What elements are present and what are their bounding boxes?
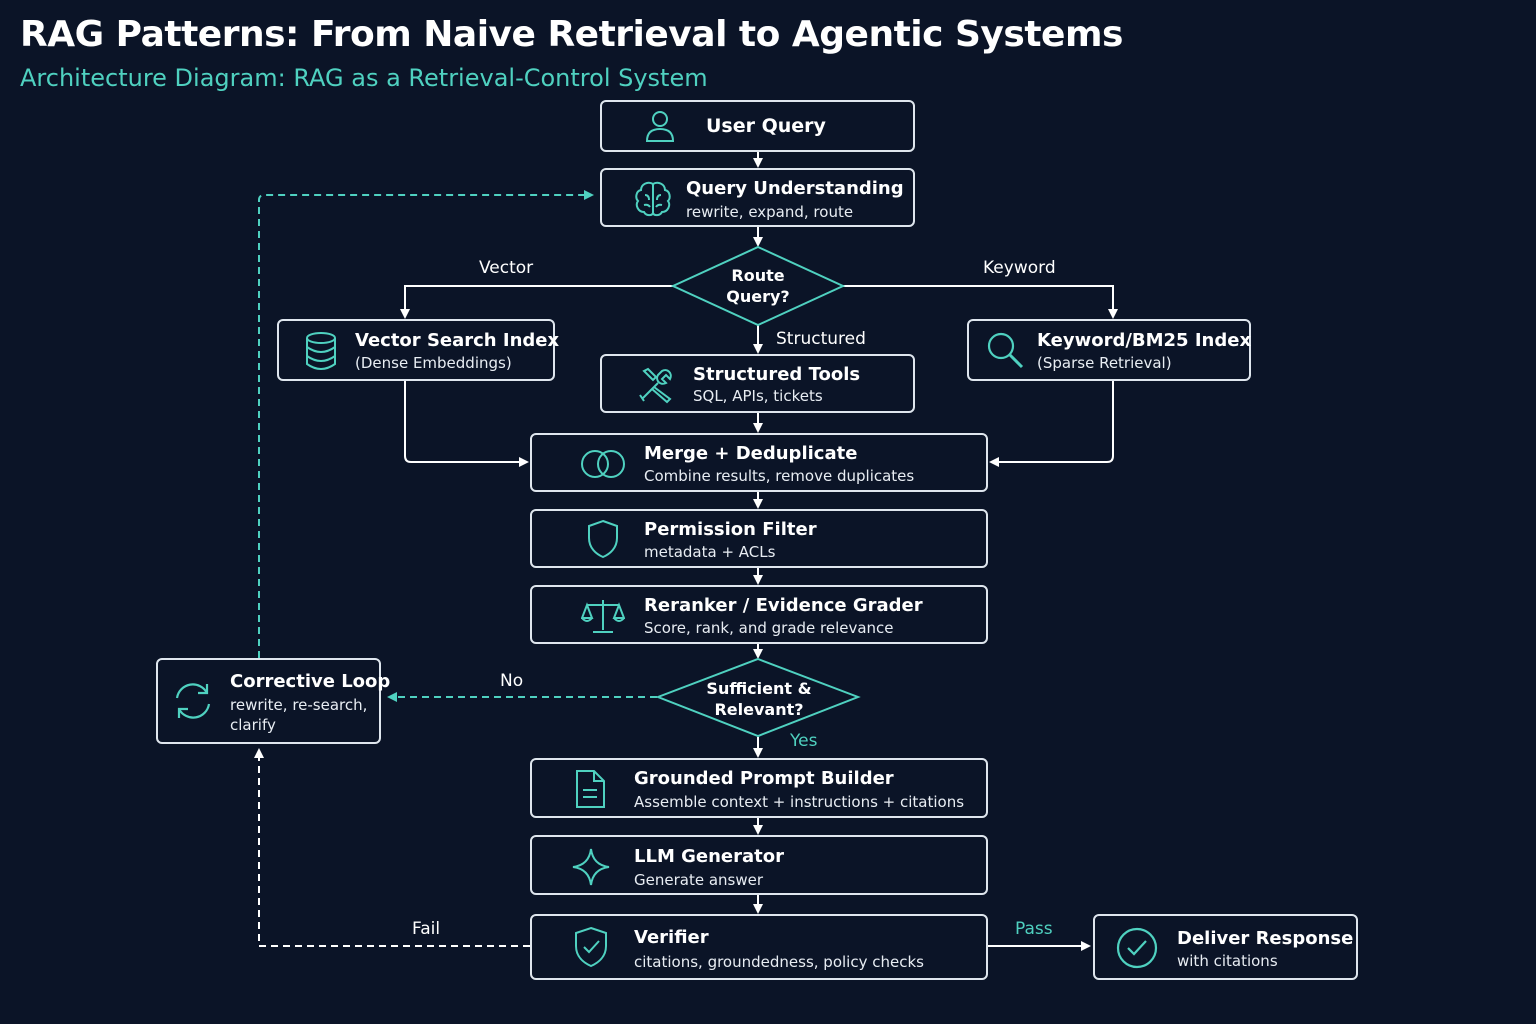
vector-search-node: Vector Search Index (Dense Embeddings) [277, 319, 559, 381]
query-understanding-title: Query Understanding [686, 178, 904, 199]
corrective-loop-title: Corrective Loop [230, 671, 391, 692]
llm-generator-node: LLM Generator Generate answer [530, 835, 988, 895]
deliver-response-node: Deliver Response with citations [1093, 914, 1358, 980]
edge-vector-to-merge [404, 381, 529, 467]
verifier-node: Verifier citations, groundedness, policy… [530, 914, 988, 980]
structured-tools-node: Structured Tools SQL, APIs, tickets [600, 354, 915, 413]
llm-generator-subtitle: Generate answer [634, 871, 764, 889]
reranker-subtitle: Score, rank, and grade relevance [644, 619, 894, 637]
shield-icon [588, 519, 618, 559]
tools-icon [639, 367, 672, 404]
permission-filter-subtitle: metadata + ACLs [644, 543, 776, 561]
sparkle-icon [572, 848, 610, 886]
document-icon [576, 770, 605, 808]
edge-label-vector: Vector [479, 258, 534, 278]
page-title: RAG Patterns: From Naive Retrieval to Ag… [20, 14, 1123, 55]
vector-search-subtitle: (Dense Embeddings) [355, 354, 512, 372]
edge-label-no: No [500, 671, 524, 691]
keyword-index-subtitle: (Sparse Retrieval) [1037, 354, 1172, 372]
structured-tools-subtitle: SQL, APIs, tickets [693, 387, 823, 405]
query-understanding-subtitle: rewrite, expand, route [686, 203, 854, 221]
check-circle-icon [1116, 927, 1158, 969]
prompt-builder-node: Grounded Prompt Builder Assemble context… [530, 758, 988, 818]
vector-search-title: Vector Search Index [355, 330, 560, 351]
sufficient-relevant-diamond [655, 657, 861, 738]
llm-generator-title: LLM Generator [634, 846, 784, 867]
edge-verifier-to-corrective-fail [254, 748, 530, 947]
route-decision-label: Route Query? [726, 266, 790, 306]
brain-icon [635, 181, 671, 217]
corrective-loop-node: Corrective Loop rewrite, re-search, clar… [156, 658, 390, 744]
edge-keyword-to-merge [989, 381, 1114, 467]
sufficient-decision-label: Sufficient & Relevant? [706, 679, 812, 719]
edge-label-pass: Pass [1015, 919, 1053, 939]
merge-dedupe-subtitle: Combine results, remove duplicates [644, 467, 915, 485]
edge-label-fail: Fail [412, 919, 441, 939]
edge-label-yes: Yes [790, 731, 818, 751]
user-icon [645, 111, 675, 142]
prompt-builder-subtitle: Assemble context + instructions + citati… [634, 793, 965, 811]
search-icon [987, 332, 1024, 369]
structured-tools-title: Structured Tools [693, 364, 861, 385]
reranker-node: Reranker / Evidence Grader Score, rank, … [530, 585, 988, 644]
shield-check-icon [575, 926, 607, 968]
merge-dedupe-title: Merge + Deduplicate [644, 443, 858, 464]
edge-label-structured: Structured [776, 329, 866, 349]
query-understanding-node: Query Understanding rewrite, expand, rou… [600, 168, 915, 227]
verifier-title: Verifier [634, 927, 709, 948]
edge-label-keyword: Keyword [983, 258, 1056, 278]
permission-filter-title: Permission Filter [644, 519, 817, 540]
merge-dedupe-node: Merge + Deduplicate Combine results, rem… [530, 433, 988, 492]
deliver-response-subtitle: with citations [1177, 952, 1278, 970]
keyword-index-node: Keyword/BM25 Index (Sparse Retrieval) [967, 319, 1251, 381]
permission-filter-node: Permission Filter metadata + ACLs [530, 509, 988, 568]
user-query-title: User Query [706, 115, 826, 137]
deliver-response-title: Deliver Response [1177, 928, 1354, 949]
edge-corrective-to-understanding [258, 190, 594, 658]
overlap-circles-icon [581, 450, 625, 478]
keyword-index-title: Keyword/BM25 Index [1037, 330, 1252, 351]
page-subtitle: Architecture Diagram: RAG as a Retrieval… [20, 64, 708, 92]
corrective-loop-subtitle-1: rewrite, re-search, [230, 696, 368, 714]
edge-route-to-vector [400, 285, 673, 319]
corrective-loop-subtitle-2: clarify [230, 716, 276, 734]
scale-icon [581, 600, 625, 633]
edge-route-to-keyword [843, 285, 1118, 319]
user-query-node: User Query [600, 100, 915, 152]
reranker-title: Reranker / Evidence Grader [644, 595, 923, 616]
refresh-icon [175, 683, 211, 719]
verifier-subtitle: citations, groundedness, policy checks [634, 953, 924, 971]
prompt-builder-title: Grounded Prompt Builder [634, 768, 894, 789]
route-query-diamond [670, 245, 846, 327]
database-icon [306, 332, 336, 370]
